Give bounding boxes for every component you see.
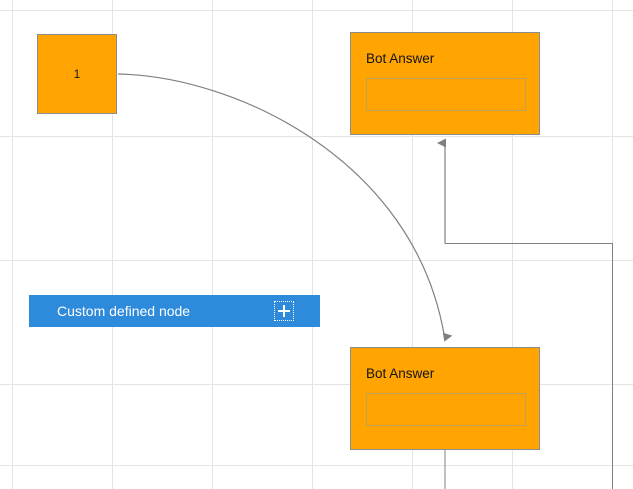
node-bot-answer-1-title: Bot Answer: [366, 51, 435, 66]
custom-defined-node-label: Custom defined node: [57, 303, 191, 319]
custom-defined-node-bar[interactable]: Custom defined node: [29, 295, 320, 327]
node-start-label: 1: [73, 67, 81, 81]
node-start[interactable]: 1: [37, 34, 117, 114]
node-bot-answer-1[interactable]: Bot Answer: [350, 32, 540, 135]
node-bot-answer-2-field[interactable]: [366, 392, 526, 426]
node-bot-answer-2[interactable]: Bot Answer: [350, 347, 540, 450]
plus-icon[interactable]: [274, 301, 294, 321]
node-bot-answer-2-title: Bot Answer: [366, 366, 435, 381]
node-bot-answer-1-field[interactable]: [366, 77, 526, 111]
edge-start-to-bot-answer-2[interactable]: [117, 73, 453, 342]
edge-bot-answer-2-right-rail[interactable]: [445, 242, 614, 489]
